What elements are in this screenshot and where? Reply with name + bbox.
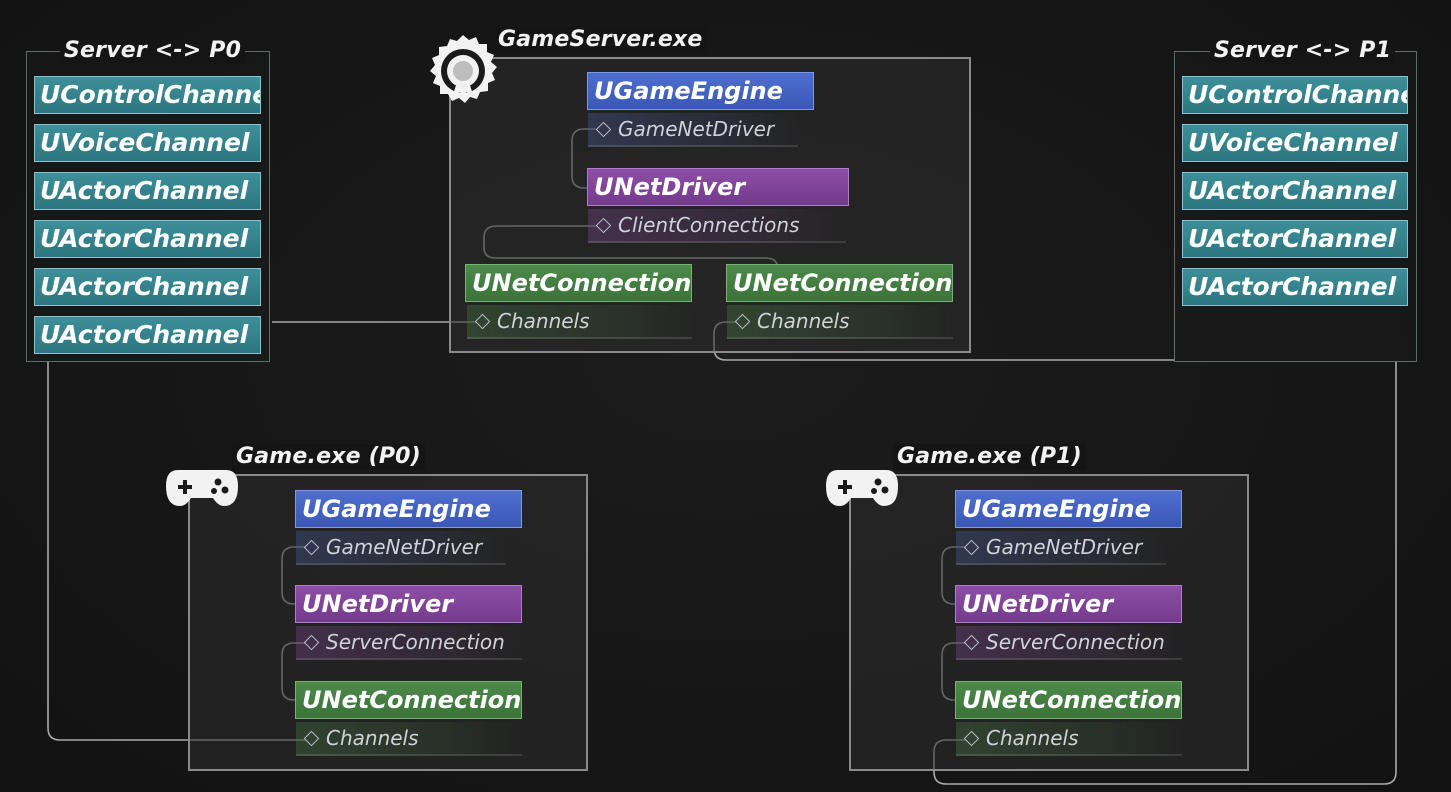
client-p1-driver-prop: ServerConnection	[956, 626, 1182, 660]
client-p0-driver-prop: ServerConnection	[296, 626, 522, 660]
channel-group-p0-title: Server <-> P0	[60, 38, 246, 64]
client-p1-connection-prop: Channels	[956, 722, 1182, 756]
client-p0-engine-prop: GameNetDriver	[296, 531, 506, 565]
channel-p0-0: UControlChannel	[34, 76, 261, 114]
client-p1-engine-class: UGameEngine	[955, 490, 1182, 528]
client-p1-title: Game.exe (P1)	[893, 444, 1086, 470]
client-p0-connection-prop-label: Channels	[326, 726, 419, 750]
channel-group-p1-title: Server <-> P1	[1210, 38, 1396, 64]
server-driver-prop: ClientConnections	[588, 209, 846, 243]
client-p0-connection-class: UNetConnection	[295, 681, 522, 719]
channel-p0-3: UActorChannel	[34, 220, 261, 258]
diamond-icon	[303, 539, 320, 556]
diamond-icon	[595, 121, 612, 138]
diamond-icon	[303, 730, 320, 747]
client-p1-driver-class: UNetDriver	[955, 585, 1182, 623]
server-connection-2-prop-label: Channels	[757, 309, 850, 333]
diamond-icon	[963, 539, 980, 556]
server-engine-class: UGameEngine	[587, 72, 814, 110]
client-p1-engine-prop: GameNetDriver	[956, 531, 1166, 565]
gamepad-icon	[826, 470, 898, 506]
client-p0-title: Game.exe (P0)	[232, 444, 425, 470]
channel-p1-3: UActorChannel	[1182, 220, 1408, 258]
channel-p0-4: UActorChannel	[34, 268, 261, 306]
client-p1-connection-class: UNetConnection	[955, 681, 1182, 719]
diamond-icon	[303, 634, 320, 651]
diamond-icon	[963, 730, 980, 747]
channel-p1-4: UActorChannel	[1182, 268, 1408, 306]
server-connection-2-class: UNetConnection	[726, 264, 953, 302]
diamond-icon	[734, 313, 751, 330]
server-connection-2-prop: Channels	[727, 305, 953, 339]
channel-p0-5: UActorChannel	[34, 316, 261, 354]
server-connection-1-prop: Channels	[467, 305, 692, 339]
server-process-title: GameServer.exe	[494, 27, 707, 53]
client-p0-connection-prop: Channels	[296, 722, 522, 756]
client-p1-connection-prop-label: Channels	[986, 726, 1079, 750]
channel-p1-2: UActorChannel	[1182, 172, 1408, 210]
channel-p0-2: UActorChannel	[34, 172, 261, 210]
client-p0-engine-prop-label: GameNetDriver	[326, 535, 483, 559]
gamepad-icon	[166, 470, 238, 506]
server-connection-1-prop-label: Channels	[497, 309, 590, 333]
server-engine-prop: GameNetDriver	[588, 113, 798, 147]
client-p0-engine-class: UGameEngine	[295, 490, 522, 528]
diamond-icon	[474, 313, 491, 330]
diamond-icon	[595, 217, 612, 234]
badge-icon	[430, 35, 497, 103]
channel-p0-1: UVoiceChannel	[34, 124, 261, 162]
channel-p1-0: UControlChannel	[1182, 76, 1408, 114]
server-driver-prop-label: ClientConnections	[618, 213, 800, 237]
client-p0-driver-prop-label: ServerConnection	[326, 630, 505, 654]
client-p1-driver-prop-label: ServerConnection	[986, 630, 1165, 654]
server-connection-1-class: UNetConnection	[465, 264, 692, 302]
server-engine-prop-label: GameNetDriver	[618, 117, 775, 141]
diamond-icon	[963, 634, 980, 651]
server-driver-class: UNetDriver	[587, 168, 849, 206]
client-p1-engine-prop-label: GameNetDriver	[986, 535, 1143, 559]
channel-p1-1: UVoiceChannel	[1182, 124, 1408, 162]
client-p0-driver-class: UNetDriver	[295, 585, 522, 623]
